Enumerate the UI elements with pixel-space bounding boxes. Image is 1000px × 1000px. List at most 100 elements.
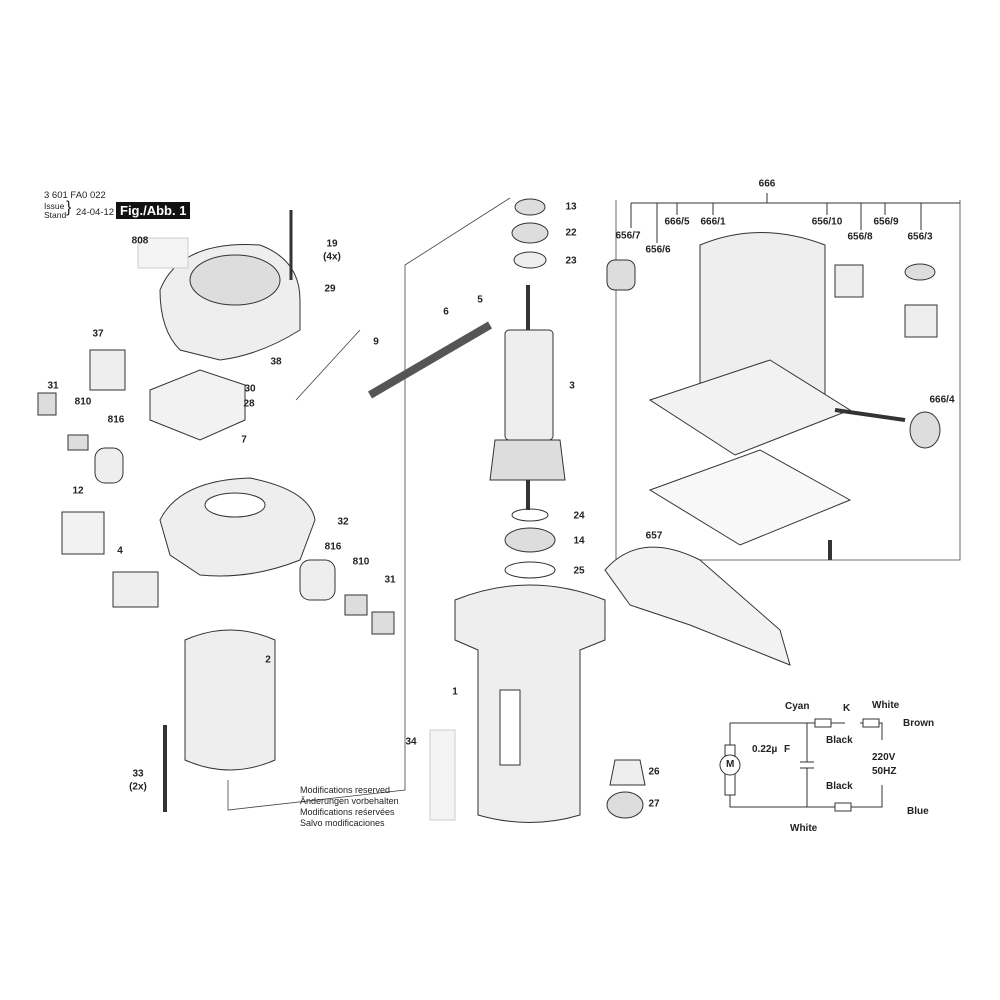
part-label: 656/10 (811, 216, 843, 228)
bearing-13 (514, 198, 546, 216)
bearing-22 (511, 222, 549, 244)
part-label: 6 (443, 306, 449, 318)
part-label: 19 (326, 238, 338, 250)
cap-31b (371, 611, 395, 635)
brace: } (66, 199, 72, 216)
plate-656-3b (904, 304, 938, 338)
assembly-lines (227, 197, 961, 811)
part-label: 656/6 (645, 244, 671, 256)
part-label: 4 (117, 545, 123, 557)
motor-label: M (726, 759, 735, 770)
part-label: 656/3 (907, 231, 933, 243)
wire-black-top-label: Black (826, 735, 853, 746)
part-label: 656/7 (615, 230, 641, 242)
part-12 (61, 511, 105, 555)
stand-label: Stand (44, 210, 67, 220)
part-label: 7 (241, 434, 247, 446)
clip-656-7 (606, 259, 636, 291)
part-label: 816 (324, 541, 342, 553)
switch-label: K (843, 703, 851, 714)
brush-810 (67, 434, 89, 451)
part-label: 33 (132, 768, 144, 780)
note-es: Salvo modificaciones (300, 818, 385, 828)
housing-1 (454, 584, 606, 823)
part-label: 3 (569, 380, 575, 392)
part-label: 808 (131, 235, 149, 247)
part-label: 28 (243, 398, 255, 410)
nut-27 (606, 791, 644, 819)
wire-white-top-label: White (872, 700, 900, 711)
part-label: 38 (270, 356, 282, 368)
ring-23 (513, 251, 547, 269)
part-label: 29 (324, 283, 336, 295)
part-label: 25 (573, 565, 585, 577)
brush-810b (344, 594, 368, 616)
part-label: 31 (384, 574, 396, 586)
cap-31 (37, 392, 57, 416)
base-cylinder (699, 232, 826, 396)
part-label: 13 (565, 201, 577, 213)
part-37 (89, 349, 126, 391)
note-fr: Modifications reśervées (300, 807, 395, 817)
holder-816 (94, 447, 124, 484)
part-label: 37 (92, 328, 104, 340)
part-label: 26 (648, 766, 660, 778)
part-label: 5 (477, 294, 483, 306)
part-label: (2x) (129, 781, 147, 793)
capacitor-value: 0.22µ (752, 744, 778, 755)
ring-25 (504, 561, 556, 579)
label-34 (429, 729, 456, 821)
part-label: 2 (265, 654, 271, 666)
part-label: 24 (573, 510, 585, 522)
capacitor-label: F (784, 744, 791, 755)
frequency-label: 50HZ (872, 766, 897, 777)
motor-cover (159, 244, 301, 361)
part-label: (4x) (323, 251, 341, 263)
note-de: Änderungen vorbehalten (300, 796, 399, 806)
voltage-label: 220V (872, 752, 896, 763)
cable-handle (367, 321, 493, 399)
part-label: 816 (107, 414, 125, 426)
knob (909, 411, 941, 449)
issue-label: Issue (44, 201, 65, 211)
document-number: 3 601 FA0 022 (44, 190, 106, 201)
part-label: 14 (573, 535, 585, 547)
part-label: 656/8 (847, 231, 873, 243)
part-label: 657 (645, 530, 663, 542)
modifications-notice: Modifications reserved Änderungen vorbeh… (300, 785, 399, 829)
wire-blue-label: Blue (907, 806, 929, 817)
screw-656-3 (904, 263, 936, 281)
part-label: 30 (244, 383, 256, 395)
part-label: 32 (337, 516, 349, 528)
wire-cyan-label: Cyan (785, 701, 810, 712)
part-label: 9 (373, 336, 379, 348)
stator (184, 629, 276, 771)
armature (504, 329, 554, 441)
dust-port (604, 546, 791, 666)
wire-black-bottom-label: Black (826, 781, 853, 792)
base-plate (648, 359, 852, 456)
screw-666-4 (834, 408, 906, 422)
part-label: 23 (565, 255, 577, 267)
fan (489, 439, 566, 481)
label-808 (137, 237, 189, 269)
part-label: 34 (405, 736, 417, 748)
part-label: 12 (72, 485, 84, 497)
wiring-diagram (719, 718, 883, 812)
part-label: 656/9 (873, 216, 899, 228)
part-label: 1 (452, 686, 458, 698)
bearing-14 (504, 527, 556, 553)
part-label: 666/4 (929, 394, 955, 406)
part-label: 31 (47, 380, 59, 392)
wire-white-bottom-label: White (790, 823, 818, 834)
issue-date: 24-04-12 (76, 207, 115, 218)
wire-brown-label: Brown (903, 718, 935, 729)
figure-label: Fig./Abb. 1 (116, 202, 191, 219)
part-label: 666/5 (664, 216, 690, 228)
holder-816b (299, 559, 336, 601)
part-label: 810 (352, 556, 370, 568)
collet-26 (609, 759, 646, 786)
brush-holder (149, 369, 246, 441)
